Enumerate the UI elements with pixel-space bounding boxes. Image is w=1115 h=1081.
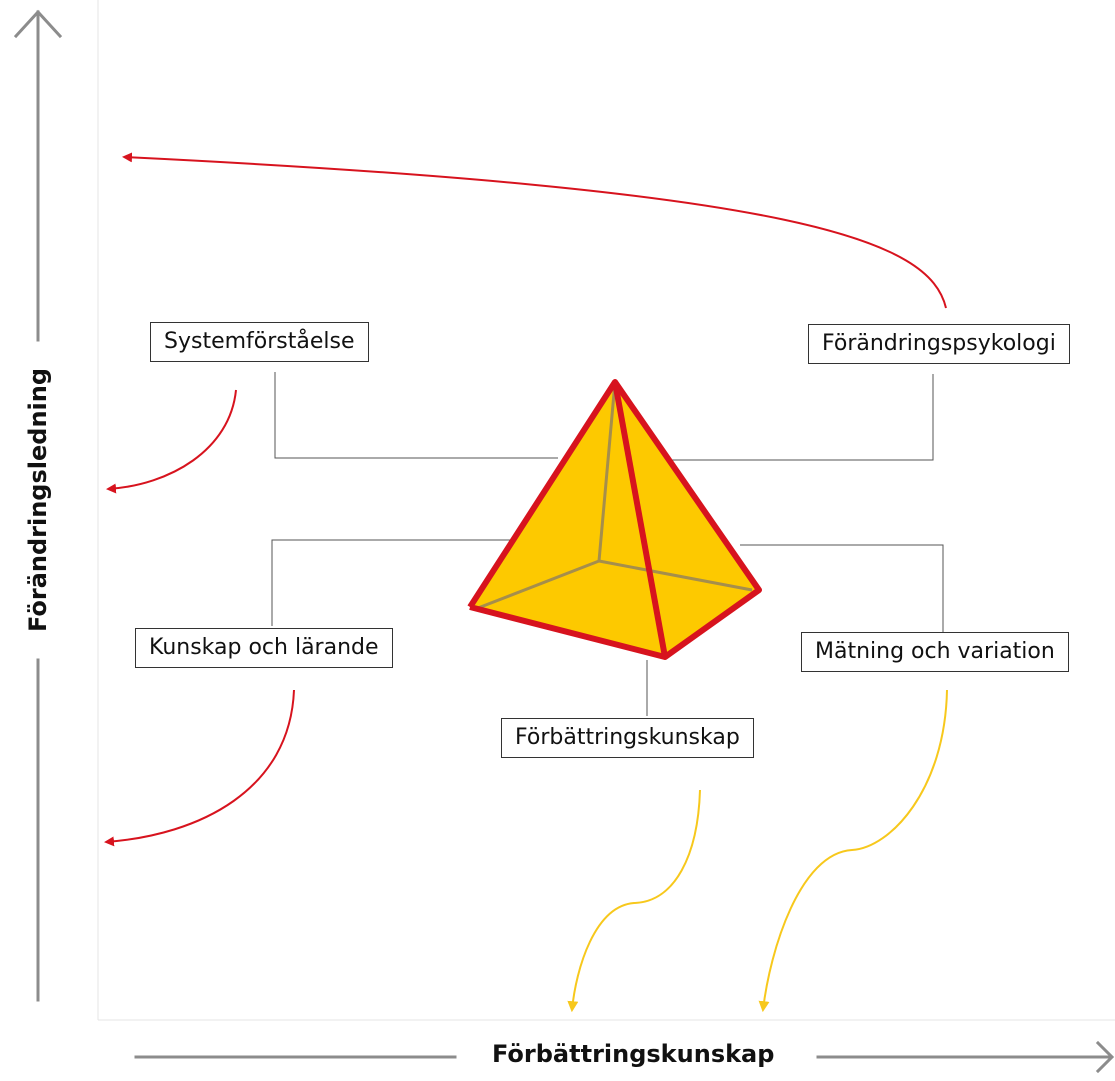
x-axis-arrow [134, 1040, 1115, 1074]
label-kunskap-och-larande: Kunskap och lärande [135, 628, 393, 668]
x-axis-label: Förbättringskunskap [480, 1040, 787, 1068]
label-systemforstaelse: Systemförståelse [150, 322, 369, 362]
label-forandringspsykologi: Förändringspsykologi [808, 324, 1070, 364]
connector-matning [740, 544, 944, 632]
arrow-systemforstaelse-to-axis [106, 389, 237, 494]
pyramid-icon [467, 379, 762, 660]
y-axis-arrow [13, 9, 63, 1002]
label-forbattringskunskap: Förbättringskunskap [501, 718, 754, 758]
connector-systemforstaelse [274, 372, 558, 459]
label-matning-och-variation: Mätning och variation [801, 632, 1069, 672]
connectors [271, 372, 944, 716]
arrow-forbattring-to-axis [567, 789, 701, 1013]
connector-kunskap [271, 539, 512, 626]
arrow-forandringspsykologi-to-axis [122, 152, 947, 309]
connector-forandringspsykologi [668, 374, 934, 461]
arrow-kunskap-to-axis [104, 689, 295, 847]
arrow-matning-to-axis [758, 689, 948, 1013]
y-axis-label: Förändringsledning [24, 355, 52, 645]
